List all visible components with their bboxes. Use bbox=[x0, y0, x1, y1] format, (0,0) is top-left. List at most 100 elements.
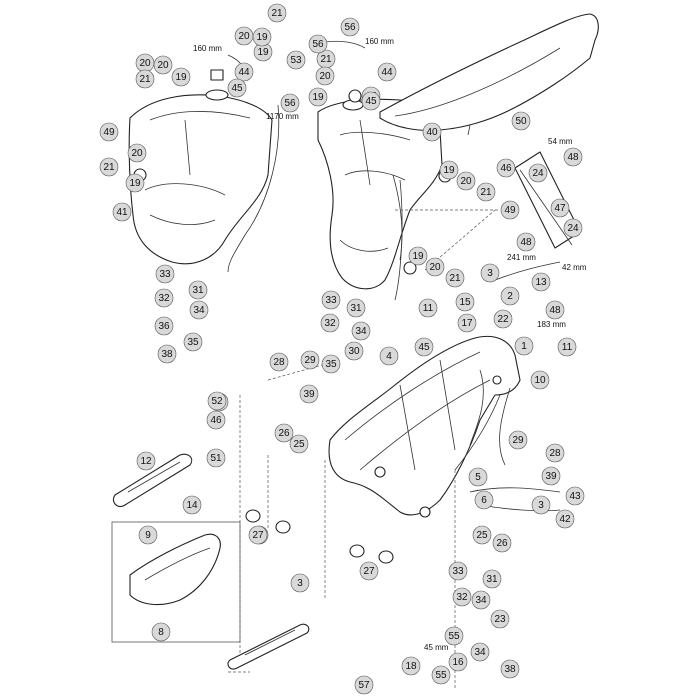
callout-bubble bbox=[135, 69, 155, 89]
callout-number: 10 bbox=[534, 375, 546, 386]
dimension-label: 45 mm bbox=[424, 643, 449, 652]
callout-number: 26 bbox=[496, 538, 508, 549]
callout-bubble bbox=[189, 300, 209, 320]
callout-number: 19 bbox=[312, 92, 324, 103]
skid-plate bbox=[129, 533, 221, 606]
callout-number: 5 bbox=[475, 472, 481, 483]
callout-bubble bbox=[530, 370, 550, 390]
callout-number: 48 bbox=[567, 152, 579, 163]
callout-number: 20 bbox=[460, 176, 472, 187]
callout-bubble bbox=[286, 50, 306, 70]
callout-number: 23 bbox=[494, 614, 506, 625]
callout-bubble bbox=[234, 62, 254, 82]
callout-number: 19 bbox=[257, 47, 269, 58]
callout-bubble bbox=[528, 163, 548, 183]
callout-number: 34 bbox=[475, 595, 487, 606]
dimension-label: 42 mm bbox=[562, 263, 587, 272]
callout-number: 1 bbox=[521, 341, 527, 352]
callout-bubble bbox=[531, 272, 551, 292]
callout-number: 41 bbox=[116, 207, 128, 218]
callout-number: 24 bbox=[567, 223, 579, 234]
callout-bubble bbox=[511, 111, 531, 131]
callout-bubble bbox=[496, 158, 516, 178]
callout-bubble bbox=[500, 286, 520, 306]
callout-bubble bbox=[290, 573, 310, 593]
callout-number: 39 bbox=[545, 471, 557, 482]
callout-number: 44 bbox=[381, 67, 393, 78]
callout-bubble bbox=[188, 280, 208, 300]
callout-number: 19 bbox=[443, 165, 455, 176]
callout-number: 31 bbox=[486, 574, 498, 585]
callout-number: 28 bbox=[549, 448, 561, 459]
callout-number: 33 bbox=[325, 295, 337, 306]
callout-bubble bbox=[468, 467, 488, 487]
callout-number: 35 bbox=[325, 359, 337, 370]
callout-bubble bbox=[508, 430, 528, 450]
callout-bubble bbox=[361, 91, 381, 111]
callout-number: 38 bbox=[504, 664, 516, 675]
callout-number: 19 bbox=[412, 251, 424, 262]
callout-bubble bbox=[457, 313, 477, 333]
callout-number: 2 bbox=[507, 291, 513, 302]
callout-number: 32 bbox=[456, 592, 468, 603]
callout-bubble bbox=[490, 609, 510, 629]
left-side-bracket bbox=[112, 453, 193, 508]
callout-number: 6 bbox=[481, 495, 487, 506]
callout-number: 40 bbox=[426, 127, 438, 138]
callout-number: 34 bbox=[193, 305, 205, 316]
callout-bubble bbox=[492, 533, 512, 553]
callout-number: 3 bbox=[297, 578, 303, 589]
callout-bubble bbox=[563, 218, 583, 238]
callout-number: 48 bbox=[520, 237, 532, 248]
callout-number: 36 bbox=[158, 321, 170, 332]
callout-bubble bbox=[274, 423, 294, 443]
callout-number: 19 bbox=[129, 178, 141, 189]
callout-number: 30 bbox=[348, 346, 360, 357]
callout-number: 56 bbox=[312, 39, 324, 50]
callout-bubble bbox=[308, 34, 328, 54]
callout-bubble bbox=[545, 300, 565, 320]
callout-bubble bbox=[354, 675, 374, 695]
callout-number: 11 bbox=[562, 342, 573, 353]
callout-bubble bbox=[207, 391, 227, 411]
callout-number: 20 bbox=[238, 31, 250, 42]
callout-bubble bbox=[351, 321, 371, 341]
callout-number: 17 bbox=[461, 318, 473, 329]
callout-bubble bbox=[299, 384, 319, 404]
callout-bubble bbox=[344, 341, 364, 361]
callout-bubble bbox=[557, 337, 577, 357]
callout-number: 11 bbox=[423, 303, 434, 314]
callout-number: 13 bbox=[535, 277, 547, 288]
callout-number: 44 bbox=[238, 67, 250, 78]
callout-bubble bbox=[99, 157, 119, 177]
callout-bubble bbox=[422, 122, 442, 142]
callout-bubble bbox=[99, 122, 119, 142]
callout-bubble bbox=[125, 173, 145, 193]
callout-bubble bbox=[418, 298, 438, 318]
callout-bubble bbox=[308, 87, 328, 107]
callout-bubble bbox=[414, 337, 434, 357]
callout-number: 25 bbox=[476, 530, 488, 541]
callout-number: 53 bbox=[290, 55, 302, 66]
callout-bubble bbox=[425, 257, 445, 277]
callout-bubble bbox=[155, 264, 175, 284]
callout-bubble bbox=[183, 332, 203, 352]
callout-number: 20 bbox=[429, 262, 441, 273]
callout-number: 55 bbox=[435, 670, 447, 681]
callout-number: 57 bbox=[358, 680, 370, 691]
callout-bubble bbox=[500, 200, 520, 220]
callout-number: 55 bbox=[448, 631, 460, 642]
callout-bubble bbox=[320, 313, 340, 333]
dimension-label: 160 mm bbox=[365, 37, 394, 46]
callout-bubble bbox=[377, 62, 397, 82]
callout-bubble bbox=[300, 350, 320, 370]
callout-number: 38 bbox=[161, 349, 173, 360]
callout-number: 22 bbox=[497, 314, 509, 325]
callout-number: 3 bbox=[487, 268, 493, 279]
callout-bubble bbox=[452, 587, 472, 607]
callout-bubble bbox=[474, 490, 494, 510]
callout-number: 33 bbox=[159, 269, 171, 280]
callout-bubble bbox=[555, 509, 575, 529]
callout-number: 49 bbox=[103, 127, 115, 138]
